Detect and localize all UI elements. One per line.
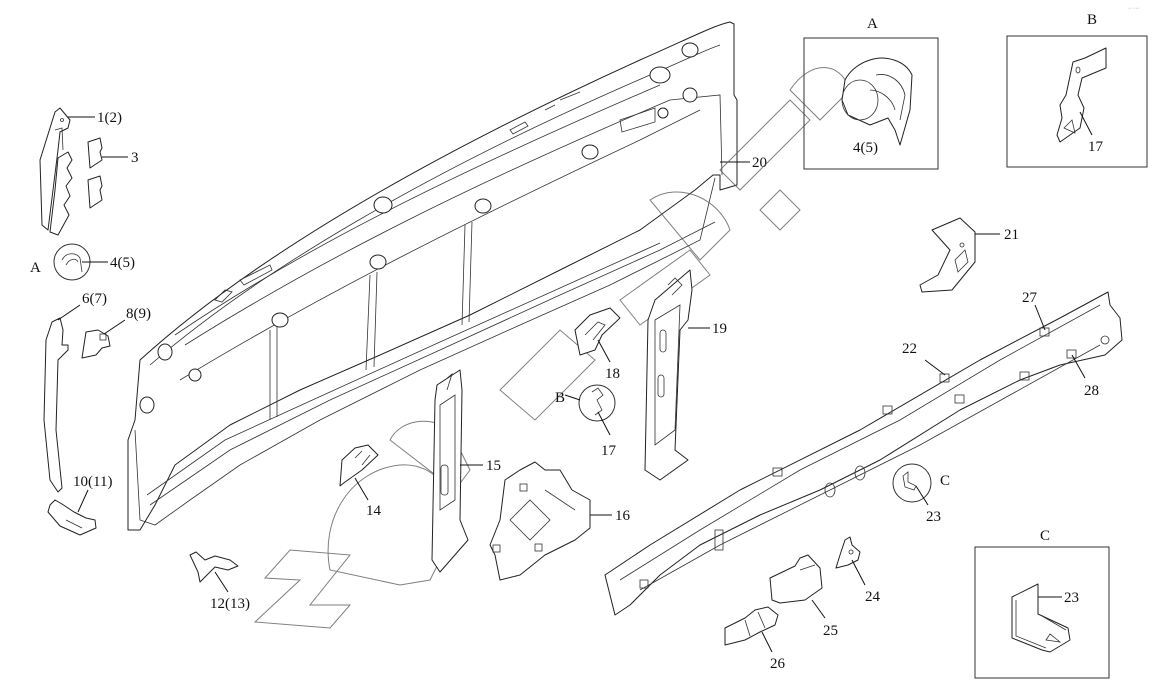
ref-label-B: B xyxy=(555,390,581,406)
svg-text:22: 22 xyxy=(902,341,917,357)
part-8-9[interactable] xyxy=(81,329,111,359)
callout-25: 25 xyxy=(811,599,838,639)
part-24[interactable] xyxy=(835,536,861,569)
svg-text:4(5): 4(5) xyxy=(110,255,135,271)
callout-23: 23 xyxy=(915,485,941,525)
callout-17-detail: 17 xyxy=(1079,111,1104,155)
part-18[interactable] xyxy=(574,307,621,356)
svg-text:17: 17 xyxy=(1088,139,1104,155)
detail-view-B[interactable]: B xyxy=(1006,12,1148,168)
callout-18: 18 xyxy=(597,339,620,382)
detail-circle-B-ref[interactable] xyxy=(578,384,616,422)
callout-16: 16 xyxy=(590,508,631,524)
part-19[interactable] xyxy=(644,269,693,481)
part-22-rail[interactable] xyxy=(604,291,1123,616)
svg-text:26: 26 xyxy=(770,656,786,672)
part-1-2-lower[interactable] xyxy=(49,151,73,236)
part-1-2[interactable] xyxy=(39,107,71,231)
svg-text:4(5): 4(5) xyxy=(853,140,878,156)
callout-12-13: 12(13) xyxy=(210,571,250,612)
callout-24: 24 xyxy=(851,559,881,605)
callout-10-11: 10(11) xyxy=(73,474,112,513)
svg-text:14: 14 xyxy=(366,503,382,519)
part-20-main-panel[interactable] xyxy=(127,21,738,531)
callout-17: 17 xyxy=(597,411,617,459)
ref-label-C: C xyxy=(940,473,950,489)
svg-text:28: 28 xyxy=(1084,383,1099,399)
svg-text:12(13): 12(13) xyxy=(210,596,250,612)
svg-text:18: 18 xyxy=(605,366,620,382)
svg-text:15: 15 xyxy=(486,458,501,474)
svg-text:20: 20 xyxy=(752,155,767,171)
callout-27: 27 xyxy=(1022,290,1046,331)
svg-text:19: 19 xyxy=(712,321,727,337)
detail-view-C[interactable]: C xyxy=(974,528,1110,679)
part-3[interactable] xyxy=(87,137,103,209)
svg-text:24: 24 xyxy=(865,589,881,605)
svg-text:B: B xyxy=(555,390,565,406)
callout-6-7: 6(7) xyxy=(57,291,107,321)
callout-22: 22 xyxy=(902,341,946,376)
detail-view-A[interactable]: A xyxy=(803,16,939,170)
callout-4-5-detail: 4(5) xyxy=(853,140,878,156)
svg-text:1(2): 1(2) xyxy=(97,110,122,126)
callout-28: 28 xyxy=(1071,354,1099,399)
svg-text:8(9): 8(9) xyxy=(126,306,151,322)
svg-text:16: 16 xyxy=(615,508,631,524)
part-26[interactable] xyxy=(724,606,779,646)
detail-C-title: C xyxy=(1040,528,1050,544)
svg-text:17: 17 xyxy=(601,443,617,459)
part-14[interactable] xyxy=(339,444,379,487)
detail-B-title: B xyxy=(1087,12,1097,28)
svg-text:23: 23 xyxy=(926,509,941,525)
svg-text:3: 3 xyxy=(131,150,139,166)
svg-text:6(7): 6(7) xyxy=(82,291,107,307)
callout-23-detail: 23 xyxy=(1038,590,1079,606)
detail-A-title: A xyxy=(867,16,878,32)
detail-circle-C-ref[interactable] xyxy=(892,463,932,503)
svg-text:25: 25 xyxy=(823,623,838,639)
svg-text:23: 23 xyxy=(1064,590,1079,606)
callout-19: 19 xyxy=(688,321,727,337)
part-25[interactable] xyxy=(769,554,823,604)
svg-text:10(11): 10(11) xyxy=(73,474,112,490)
corner-mark: ·· ··· xyxy=(1128,6,1140,12)
ref-label-A: A xyxy=(30,260,41,276)
svg-text:27: 27 xyxy=(1022,290,1038,306)
callout-21: 21 xyxy=(975,227,1019,243)
callout-1-2: 1(2) xyxy=(68,110,122,126)
callout-8-9: 8(9) xyxy=(103,306,151,335)
callout-4-5: 4(5) xyxy=(82,255,135,271)
part-15[interactable] xyxy=(431,369,469,573)
callout-14: 14 xyxy=(354,477,382,519)
callout-15: 15 xyxy=(460,458,501,474)
svg-text:21: 21 xyxy=(1004,227,1019,243)
part-16[interactable] xyxy=(489,461,591,581)
callout-3: 3 xyxy=(102,150,139,166)
part-21[interactable] xyxy=(919,217,976,293)
callout-26: 26 xyxy=(761,631,786,672)
part-12-13[interactable] xyxy=(189,551,239,583)
part-10-11[interactable] xyxy=(47,499,97,536)
part-6-7[interactable] xyxy=(43,317,69,493)
